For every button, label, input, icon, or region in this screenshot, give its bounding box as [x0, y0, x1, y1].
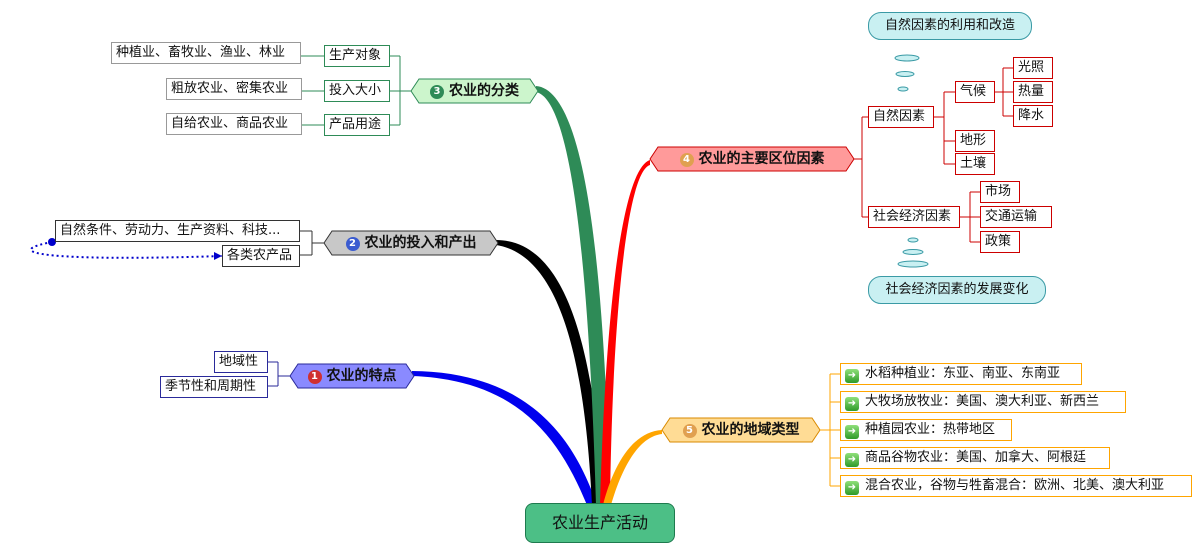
- climate-factor[interactable]: 气候: [955, 81, 995, 103]
- region-type-5[interactable]: ➜ 混合农业，谷物与牲畜混合：欧洲、北美、澳大利亚: [840, 475, 1192, 497]
- root-node[interactable]: 农业生产活动: [525, 503, 675, 543]
- callout-bottom-pointer: [897, 237, 929, 268]
- connectors-5: [820, 373, 840, 487]
- connectors-2: [300, 230, 324, 256]
- branch3-item-2[interactable]: 投入大小: [324, 80, 390, 102]
- branch-link-2: [496, 240, 604, 505]
- branch3-detail-2[interactable]: 粗放农业、密集农业: [166, 78, 302, 100]
- arrow-right-icon: ➜: [845, 369, 859, 383]
- branch2-item-1[interactable]: 自然条件、劳动力、生产资料、科技...: [55, 220, 300, 242]
- category-shape-3: [410, 78, 539, 104]
- category-2[interactable]: 2 农业的投入和产出: [330, 230, 492, 256]
- branch1-item-1[interactable]: 地域性: [214, 351, 268, 373]
- branch3-detail-1[interactable]: 种植业、畜牧业、渔业、林业: [111, 42, 301, 64]
- number-icon-3: 3: [430, 85, 444, 99]
- region-type-2[interactable]: ➜ 大牧场放牧业：美国、澳大利亚、新西兰: [840, 391, 1126, 413]
- branch-link-5: [603, 430, 662, 505]
- branch-link-3: [536, 86, 610, 505]
- number-icon-4: 4: [679, 153, 694, 167]
- region-type-4[interactable]: ➜ 商品谷物农业：美国、加拿大、阿根廷: [840, 447, 1110, 469]
- connectors-3: [301, 55, 411, 126]
- feedback-arrow: [30, 241, 223, 259]
- connectors-4: [854, 67, 1013, 243]
- category-2-title: 农业的投入和产出: [364, 235, 477, 251]
- branch-link-1: [412, 371, 597, 505]
- category-shape-1: [289, 363, 415, 389]
- social-item-2[interactable]: 交通运输: [980, 206, 1052, 228]
- callout-top-pointer: [894, 54, 920, 92]
- region-type-3[interactable]: ➜ 种植园农业：热带地区: [840, 419, 1012, 441]
- category-1[interactable]: 1 农业的特点: [296, 363, 408, 389]
- category-3[interactable]: 3 农业的分类: [417, 78, 532, 104]
- number-icon-5: 5: [682, 424, 697, 438]
- category-3-title: 农业的分类: [449, 83, 519, 99]
- arrow-right-icon: ➜: [845, 481, 859, 495]
- connectors-1: [268, 361, 290, 387]
- arrow-right-icon: ➜: [845, 453, 859, 467]
- region-type-3-label: 种植园农业：热带地区: [865, 422, 996, 437]
- feedback-arrow-start: [48, 238, 56, 246]
- category-4-title: 农业的主要区位因素: [698, 151, 825, 167]
- social-item-1[interactable]: 市场: [980, 181, 1020, 203]
- branch1-item-2[interactable]: 季节性和周期性: [160, 376, 268, 398]
- category-shape-2: [323, 230, 499, 256]
- category-5[interactable]: 5 农业的地域类型: [668, 417, 814, 443]
- category-5-title: 农业的地域类型: [701, 422, 800, 438]
- number-icon-1: 1: [307, 370, 322, 384]
- social-item-3[interactable]: 政策: [980, 231, 1020, 253]
- category-4[interactable]: 4 农业的主要区位因素: [656, 146, 848, 172]
- social-factor[interactable]: 社会经济因素: [868, 206, 960, 228]
- callout-bottom[interactable]: 社会经济因素的发展变化: [868, 276, 1046, 304]
- feedback-arrow-head: [214, 252, 222, 260]
- natural-factor[interactable]: 自然因素: [868, 106, 934, 128]
- terrain-factor[interactable]: 地形: [955, 130, 995, 152]
- arrow-right-icon: ➜: [845, 425, 859, 439]
- category-1-title: 农业的特点: [326, 368, 397, 384]
- region-type-1[interactable]: ➜ 水稻种植业：东亚、南亚、东南亚: [840, 363, 1082, 385]
- region-type-4-label: 商品谷物农业：美国、加拿大、阿根廷: [865, 450, 1087, 465]
- callout-top[interactable]: 自然因素的利用和改造: [868, 12, 1032, 40]
- soil-factor[interactable]: 土壤: [955, 153, 995, 175]
- climate-item-2[interactable]: 热量: [1013, 81, 1053, 103]
- branch3-item-3[interactable]: 产品用途: [324, 114, 390, 136]
- climate-item-3[interactable]: 降水: [1013, 105, 1053, 127]
- number-icon-2: 2: [345, 237, 360, 251]
- region-type-2-label: 大牧场放牧业：美国、澳大利亚、新西兰: [865, 394, 1100, 409]
- branch2-item-2[interactable]: 各类农产品: [222, 245, 300, 267]
- climate-item-1[interactable]: 光照: [1013, 57, 1053, 79]
- branch3-detail-3[interactable]: 自给农业、商品农业: [166, 113, 302, 135]
- root-label: 农业生产活动: [551, 513, 648, 532]
- region-type-1-label: 水稻种植业：东亚、南亚、东南亚: [865, 366, 1061, 381]
- arrow-right-icon: ➜: [845, 397, 859, 411]
- branch3-item-1[interactable]: 生产对象: [324, 45, 390, 67]
- region-type-5-label: 混合农业，谷物与牲畜混合：欧洲、北美、澳大利亚: [865, 478, 1165, 493]
- branch-link-4: [600, 160, 650, 505]
